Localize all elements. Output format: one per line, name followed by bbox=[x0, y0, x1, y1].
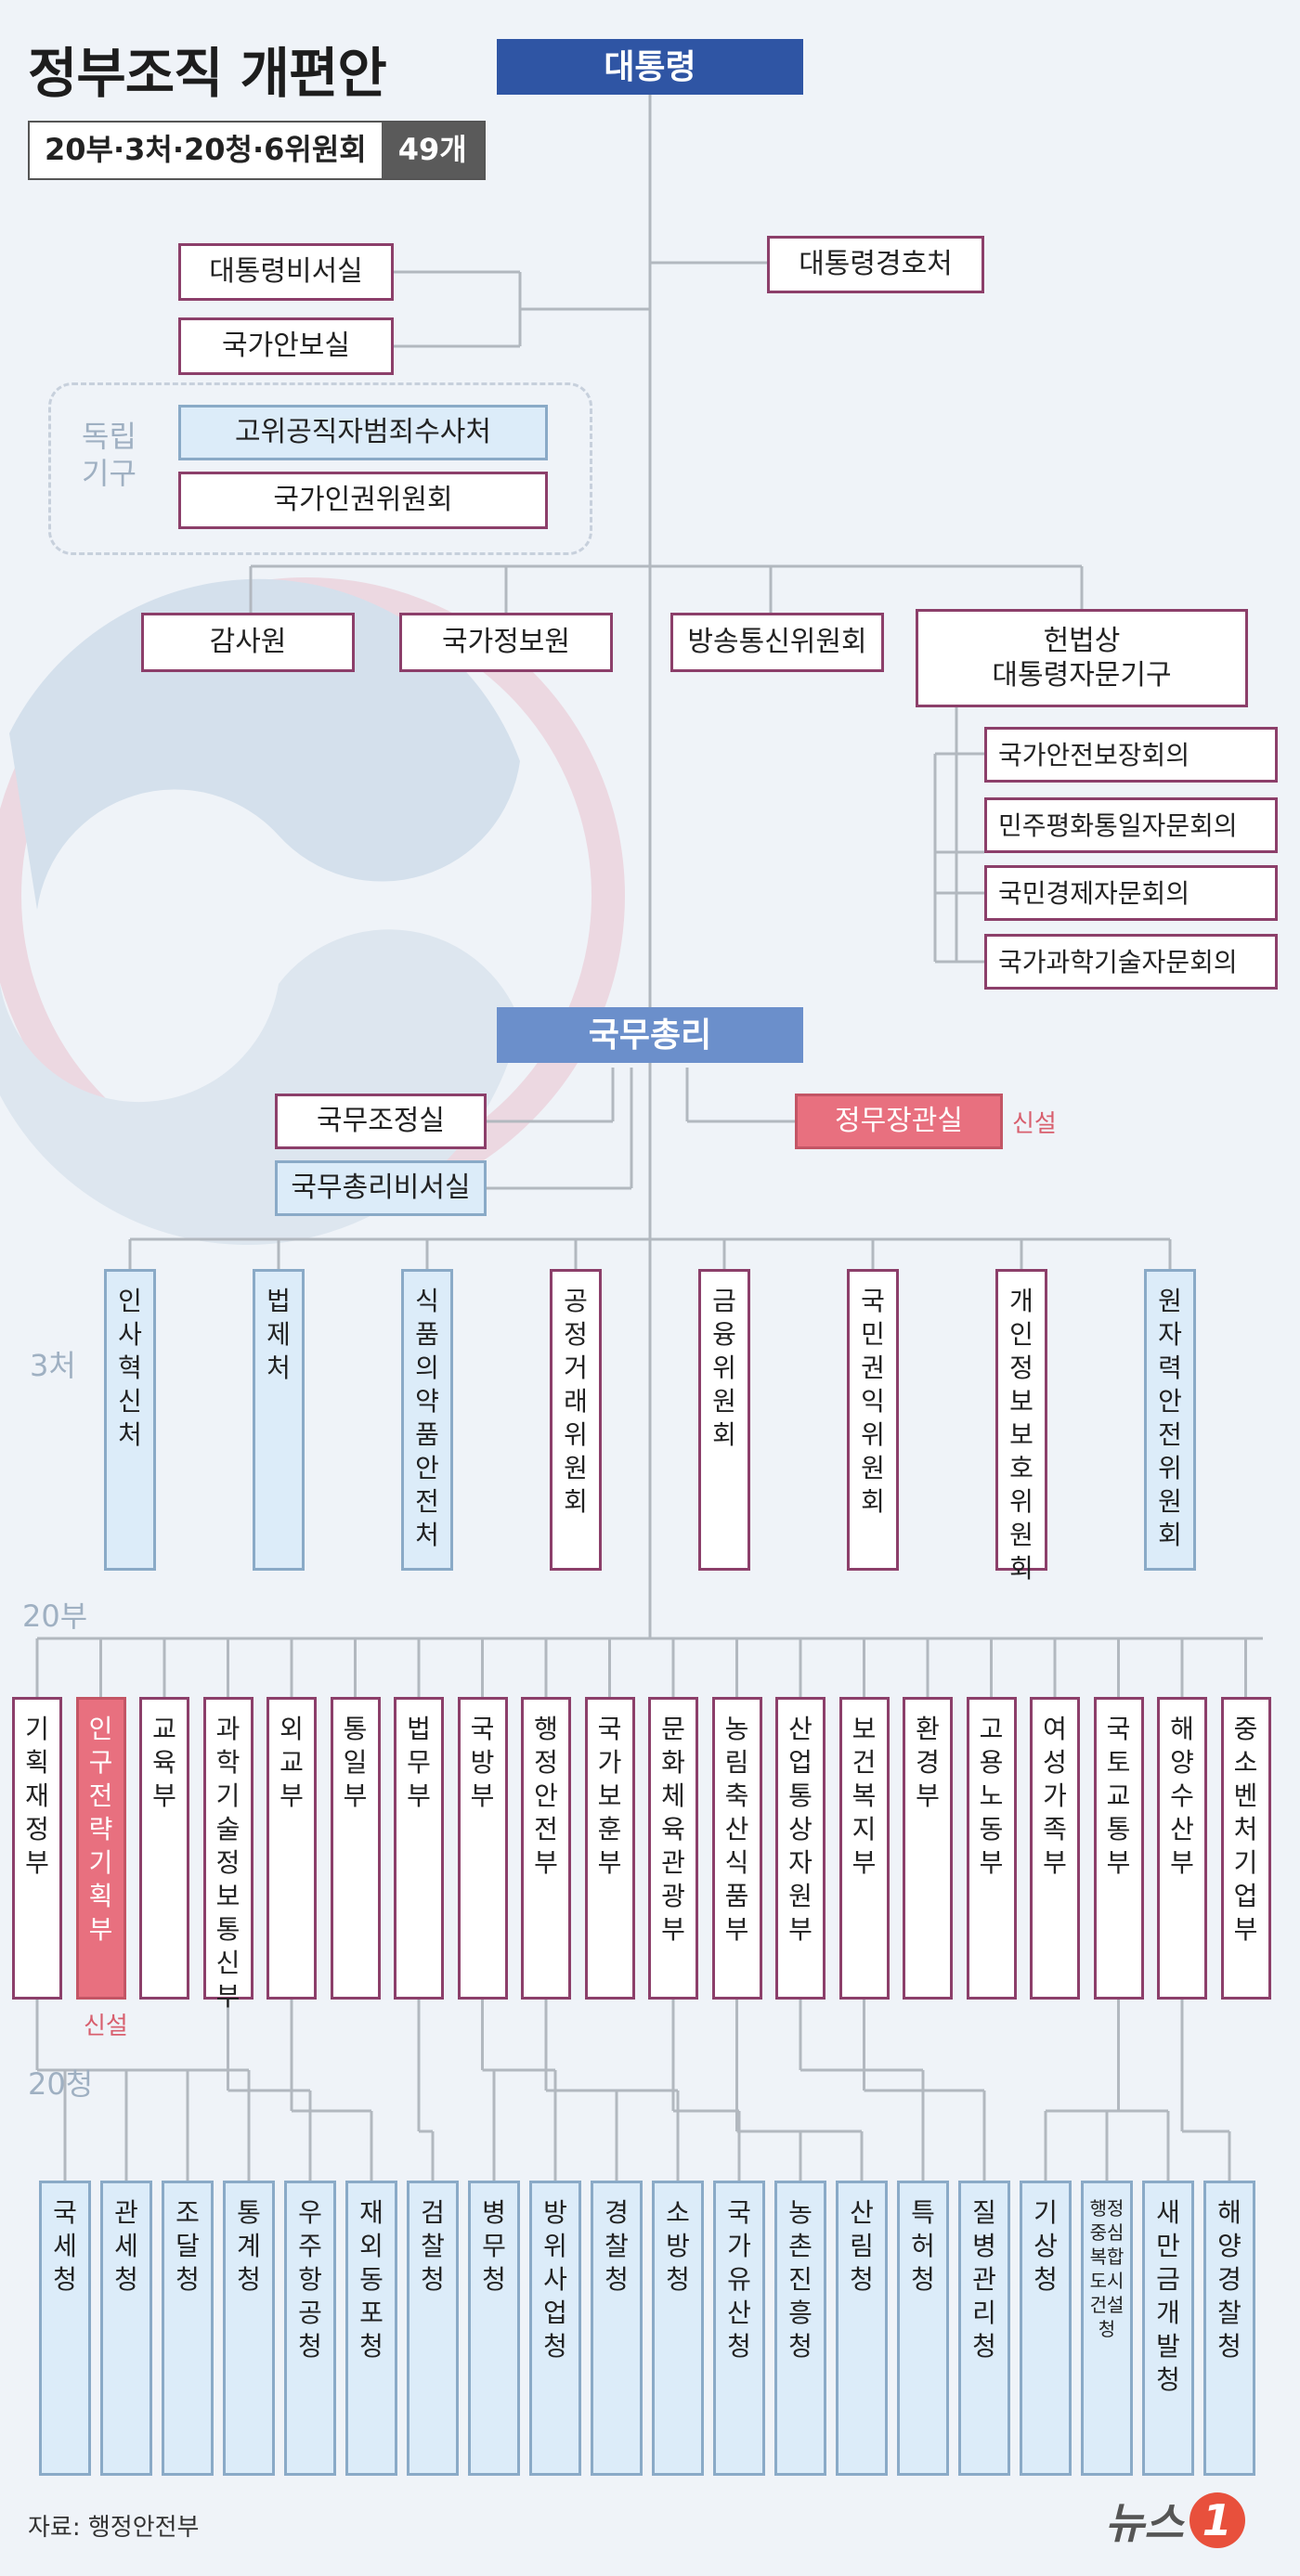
bu-item: 교육부 bbox=[139, 1697, 189, 2000]
advisory-peaceful-unification-box: 민주평화통일자문회의 bbox=[984, 797, 1278, 853]
nis-box: 국가정보원 bbox=[399, 613, 613, 672]
cheong-item: 우주항공청 bbox=[284, 2181, 336, 2476]
cheo-item: 식품의약품안전처 bbox=[401, 1269, 453, 1571]
bu-item: 고용노동부 bbox=[966, 1697, 1017, 2000]
constitutional-advisory-box: 헌법상 대통령자문기구 bbox=[916, 609, 1248, 707]
pm-secretariat-box: 국무총리비서실 bbox=[275, 1160, 487, 1216]
logo-text: 뉴스 bbox=[1105, 2498, 1184, 2548]
cheong-item: 산림청 bbox=[836, 2181, 888, 2476]
news1-logo: 뉴스 1 bbox=[1105, 2490, 1245, 2551]
cheong-item: 농촌진흥청 bbox=[774, 2181, 826, 2476]
office-for-government-policy-coordination-box: 국무조정실 bbox=[275, 1094, 487, 1149]
bu-item: 기획재정부 bbox=[12, 1697, 62, 2000]
source-note: 자료: 행정안전부 bbox=[28, 2514, 200, 2542]
cheo-item: 국민권익위원회 bbox=[847, 1269, 899, 1571]
cheong-item: 행정중심복합도시건설청 bbox=[1081, 2181, 1133, 2476]
bu-item: 국가보훈부 bbox=[584, 1697, 635, 2000]
page-title: 정부조직 개편안 bbox=[28, 42, 387, 105]
cheong-item: 방위사업청 bbox=[529, 2181, 581, 2476]
bu-label: 20부 bbox=[22, 1599, 88, 1634]
cheo-label: 3처 bbox=[30, 1348, 76, 1383]
cheo-item: 공정거래위원회 bbox=[550, 1269, 602, 1571]
cheong-item: 검찰청 bbox=[407, 2181, 459, 2476]
bu-item: 행정안전부 bbox=[521, 1697, 571, 2000]
cheong-item: 기상청 bbox=[1020, 2181, 1072, 2476]
bu-item: 법무부 bbox=[394, 1697, 444, 2000]
cheo-item: 법제처 bbox=[253, 1269, 305, 1571]
cheong-item: 경찰청 bbox=[591, 2181, 643, 2476]
summary-main: 20부·3처·20청·6위원회 bbox=[45, 132, 367, 167]
bu-item: 산업통상자원부 bbox=[775, 1697, 826, 2000]
prime-minister-box: 국무총리 bbox=[497, 1007, 803, 1063]
bu-item: 통일부 bbox=[330, 1697, 381, 2000]
cheong-item: 새만금개발청 bbox=[1142, 2181, 1194, 2476]
advisory-economic-box: 국민경제자문회의 bbox=[984, 865, 1278, 921]
cheong-label: 20청 bbox=[28, 2066, 94, 2102]
bu-item: 중소벤처기업부 bbox=[1220, 1697, 1271, 2000]
summary-count: 49개 bbox=[381, 123, 484, 178]
bu-item: 농림축산식품부 bbox=[711, 1697, 762, 2000]
cheong-item: 조달청 bbox=[162, 2181, 214, 2476]
bu-item: 해양수산부 bbox=[1157, 1697, 1207, 2000]
kcc-box: 방송통신위원회 bbox=[670, 613, 884, 672]
cheo-item: 금융위원회 bbox=[698, 1269, 750, 1571]
cheong-item: 국세청 bbox=[39, 2181, 91, 2476]
cheong-item: 소방청 bbox=[652, 2181, 704, 2476]
cheong-item: 관세청 bbox=[100, 2181, 152, 2476]
cheong-item: 재외동포청 bbox=[345, 2181, 397, 2476]
advisory-science-tech-box: 국가과학기술자문회의 bbox=[984, 934, 1278, 990]
cheong-item: 특허청 bbox=[897, 2181, 949, 2476]
bu-item: 보건복지부 bbox=[838, 1697, 890, 2000]
cheong-item: 국가유산청 bbox=[713, 2181, 765, 2476]
political-affairs-new-label: 신설 bbox=[1012, 1110, 1057, 1138]
president-box: 대통령 bbox=[497, 39, 803, 95]
audit-board-box: 감사원 bbox=[141, 613, 355, 672]
cheong-item: 해양경찰청 bbox=[1203, 2181, 1255, 2476]
cheong-item: 질병관리청 bbox=[958, 2181, 1010, 2476]
independent-group bbox=[48, 382, 592, 555]
bu-new-label: 신설 bbox=[84, 2013, 128, 2040]
bu-item: 국방부 bbox=[457, 1697, 508, 2000]
bu-item: 여성가족부 bbox=[1030, 1697, 1080, 2000]
presidential-secretariat-box: 대통령비서실 bbox=[178, 243, 394, 301]
bu-item: 환경부 bbox=[903, 1697, 953, 2000]
cio-box: 고위공직자범죄수사처 bbox=[178, 405, 548, 460]
bu-item: 인구전략기획부 bbox=[75, 1697, 126, 2000]
logo-number: 1 bbox=[1189, 2492, 1245, 2548]
advisory-nsc-box: 국가안전보장회의 bbox=[984, 727, 1278, 783]
political-affairs-office-box: 정무장관실 bbox=[795, 1094, 1003, 1149]
human-rights-commission-box: 국가인권위원회 bbox=[178, 472, 548, 529]
cheo-item: 인사혁신처 bbox=[104, 1269, 156, 1571]
independent-label: 독립 기구 bbox=[82, 419, 136, 491]
bu-item: 과학기술정보통신부 bbox=[202, 1697, 254, 2012]
cheong-item: 병무청 bbox=[468, 2181, 520, 2476]
presidential-security-service-box: 대통령경호처 bbox=[767, 236, 984, 293]
national-security-office-box: 국가안보실 bbox=[178, 317, 394, 375]
bu-item: 국토교통부 bbox=[1093, 1697, 1144, 2000]
bu-item: 문화체육관광부 bbox=[648, 1697, 698, 2000]
summary-badge: 20부·3처·20청·6위원회 49개 bbox=[28, 121, 486, 180]
cheo-item: 개인정보보호위원회 bbox=[995, 1269, 1047, 1584]
cheong-item: 통계청 bbox=[223, 2181, 275, 2476]
bu-item: 외교부 bbox=[266, 1697, 317, 2000]
cheo-item: 원자력안전위원회 bbox=[1144, 1269, 1196, 1571]
